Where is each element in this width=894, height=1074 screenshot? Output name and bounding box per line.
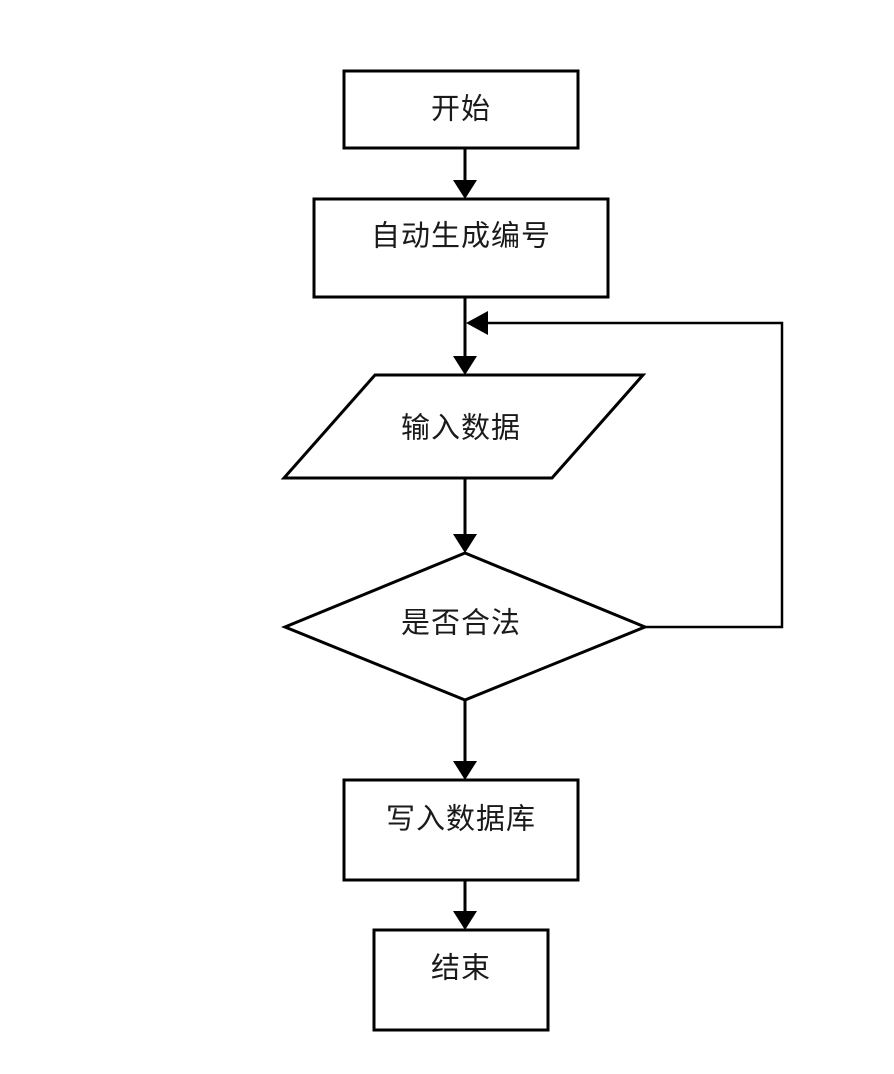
node-start-shape[interactable] (342, 69, 580, 150)
node-start-label: 开始 (431, 93, 491, 126)
node-input-data-label: 输入数据 (401, 412, 521, 445)
node-write-db-label: 写入数据库 (386, 803, 536, 836)
node-end[interactable]: 结束 (372, 928, 550, 1032)
node-input-data[interactable]: 输入数据 (280, 373, 647, 480)
arrow-head-down-icon (453, 761, 477, 780)
edge-line (482, 321, 784, 629)
edge-auto-number-to-input-data (453, 297, 477, 375)
edge-write-db-to-end (453, 880, 477, 930)
node-end-shape[interactable] (372, 928, 550, 1032)
node-auto-number-label: 自动生成编号 (371, 220, 551, 253)
arrow-head-down-icon (453, 911, 477, 930)
arrow-head-left-icon (466, 311, 488, 335)
edge-is-valid-to-write-db (453, 700, 477, 780)
node-input-data-shape[interactable] (280, 373, 647, 480)
node-write-db[interactable]: 写入数据库 (342, 778, 580, 882)
arrow-head-down-icon (453, 534, 477, 553)
node-start[interactable]: 开始 (342, 69, 580, 150)
arrow-head-down-icon (453, 356, 477, 375)
node-is-valid[interactable]: 是否合法 (281, 551, 649, 702)
node-end-label: 结束 (431, 952, 491, 985)
arrow-head-down-icon (453, 180, 477, 199)
edge-input-data-to-is-valid (453, 478, 477, 553)
node-is-valid-shape[interactable] (281, 551, 649, 702)
edge-start-to-auto-number (453, 148, 477, 199)
node-is-valid-label: 是否合法 (401, 607, 521, 640)
node-write-db-shape[interactable] (342, 778, 580, 882)
node-auto-number-shape[interactable] (312, 197, 610, 299)
node-auto-number[interactable]: 自动生成编号 (312, 197, 610, 299)
edge-feedback-loop-invalid (466, 311, 784, 629)
